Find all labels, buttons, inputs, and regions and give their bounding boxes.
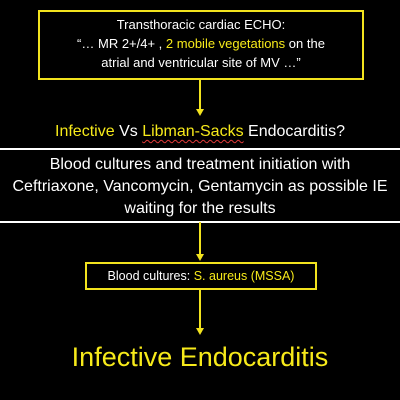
arrow-down-icon [196, 290, 204, 335]
final-diagnosis: Infective Endocarditis [71, 342, 329, 372]
echo-line-2: “… MR 2+/4+ , 2 mobile vegetations on th… [40, 34, 362, 53]
cultures-result: S. aureus (MSSA) [193, 269, 295, 283]
blood-cultures-box: Blood cultures: S. aureus (MSSA) [85, 262, 317, 290]
echo-line-3: atrial and ventricular site of MV …” [101, 55, 301, 70]
treatment-line-2: Ceftriaxone, Vancomycin, Gentamycin as p… [12, 178, 388, 195]
echo-title: Transthoracic cardiac ECHO: [116, 17, 286, 32]
question-endocarditis: Endocarditis? [248, 123, 345, 140]
echo-vegetations-highlight: 2 mobile vegetations [165, 36, 286, 51]
arrow-down-icon [196, 222, 204, 261]
question-libman-sacks: Libman-Sacks [142, 123, 244, 140]
treatment-line-3: waiting for the results [124, 200, 276, 217]
echo-mr-grade: “… MR 2+/4+ , [77, 36, 163, 51]
question-infective: Infective [55, 123, 115, 140]
question-vs: Vs [119, 123, 138, 140]
cultures-label: Blood cultures: [107, 269, 191, 283]
differential-question: Infective Vs Libman-Sacks Endocarditis? [0, 122, 400, 142]
treatment-band: Blood cultures and treatment initiation … [0, 148, 400, 223]
treatment-line-1: Blood cultures and treatment initiation … [49, 156, 351, 173]
arrow-down-icon [196, 80, 204, 116]
echo-line-2-suffix: on the [288, 36, 325, 51]
echo-findings-box: Transthoracic cardiac ECHO: “… MR 2+/4+ … [38, 10, 364, 80]
